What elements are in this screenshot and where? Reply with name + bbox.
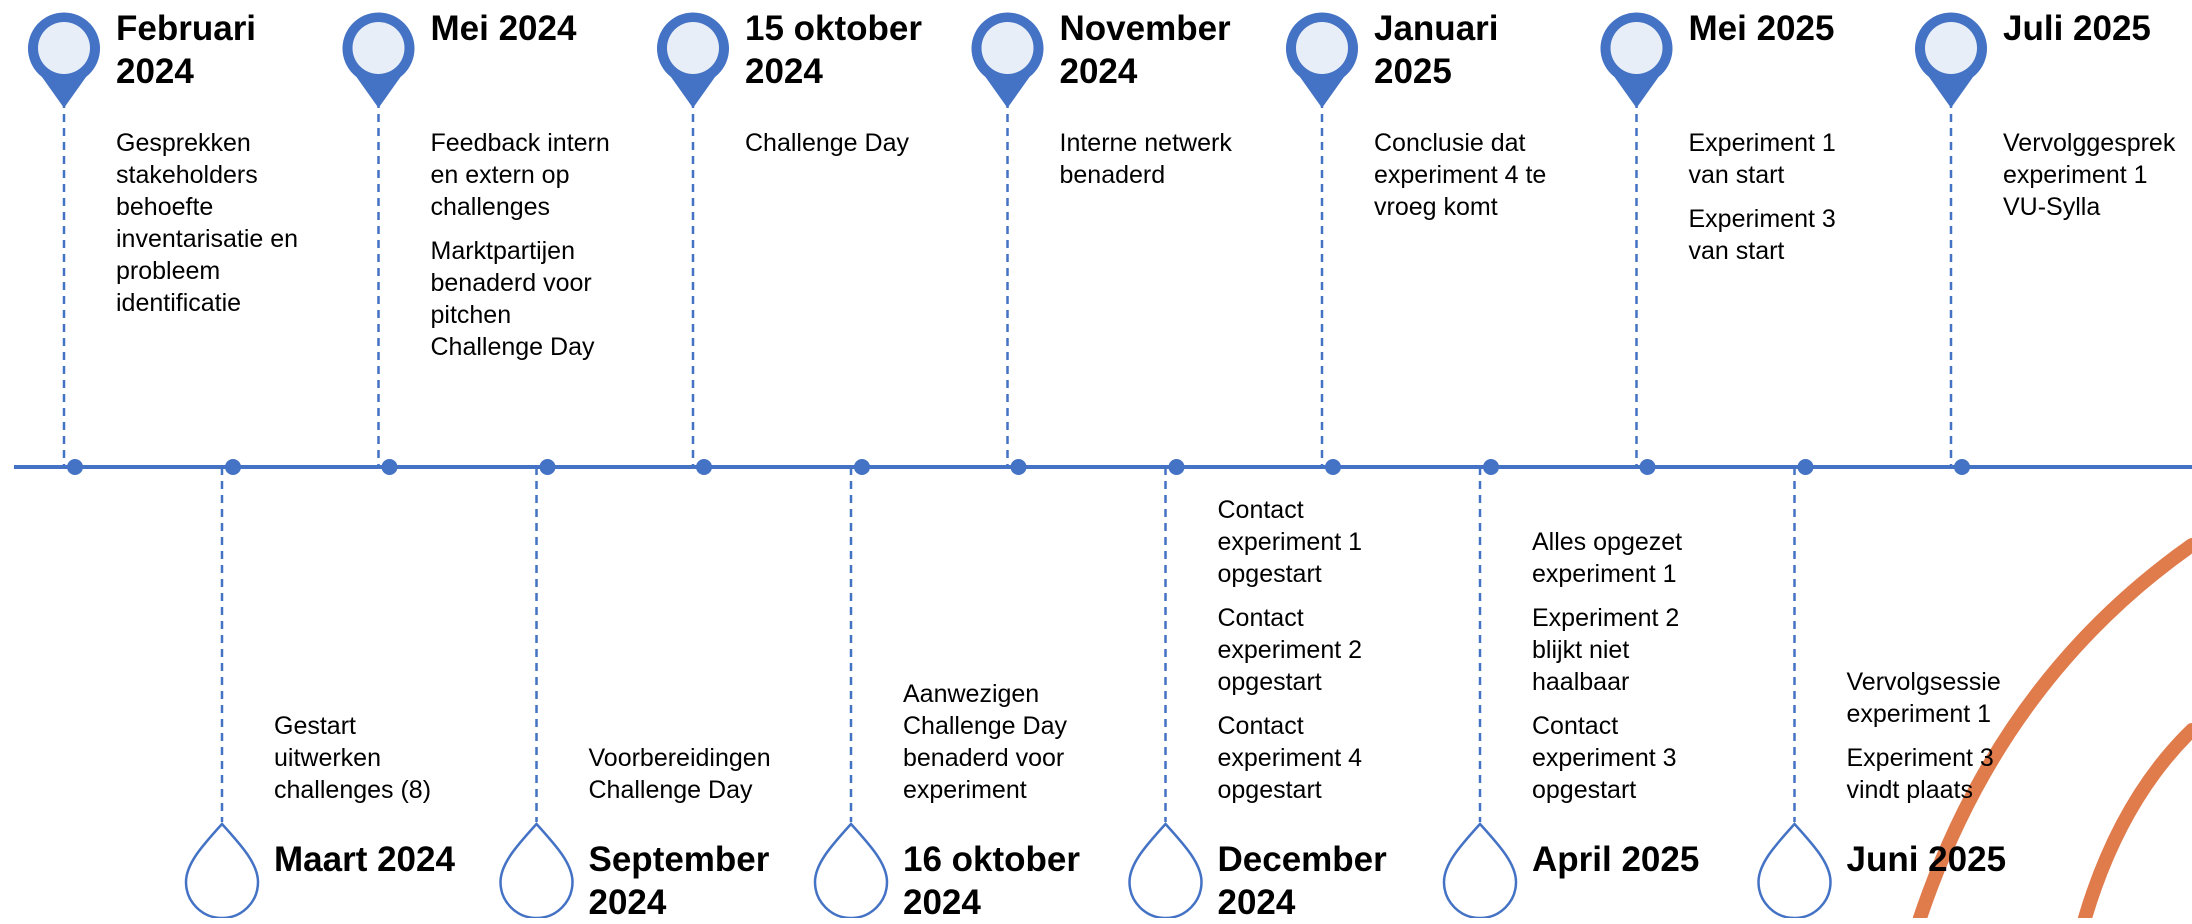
timeline-node [1639, 459, 1656, 475]
drop-marker-icon [1128, 822, 1203, 918]
pin-inner [352, 22, 405, 74]
event-item: Experiment 3 vindt plaats [1846, 744, 1994, 804]
swoosh-arc-outer [1913, 538, 2192, 918]
pin-inner [981, 22, 1034, 74]
top-event-description: Gesprekken stakeholders behoefte inventa… [116, 127, 298, 319]
event-item: Contact experiment 2 opgestart [1217, 604, 1363, 696]
swoosh-arc-inner [2078, 723, 2192, 918]
event-item: Gestart uitwerken challenges (8) [274, 712, 432, 804]
event-item: Experiment 2 blijkt niet haalbaar [1532, 604, 1680, 696]
top-event-title: Januari 2025 [1374, 9, 1499, 91]
timeline-nodes [67, 459, 1970, 475]
event-item: Vervolggesprek experiment 1 VU-Sylla [2003, 129, 2176, 221]
drop-marker-icon [813, 822, 889, 918]
pin-inner [667, 22, 719, 74]
event-item: Experiment 3 van start [1688, 205, 1836, 265]
pin-inner [1610, 22, 1663, 74]
top-event-title: Februari 2024 [116, 9, 257, 91]
markers [27, 12, 1987, 918]
event-item: Contact experiment 1 opgestart [1217, 496, 1363, 588]
event-item: Challenge Day [745, 129, 909, 157]
event-item: Aanwezigen Challenge Day benaderd voor e… [903, 680, 1067, 804]
bottom-event-title: December 2024 [1217, 840, 1387, 922]
event-item: Conclusie dat experiment 4 te vroeg komt [1374, 129, 1547, 221]
bottom-event-description: Alles opgezet experiment 1 Experiment 2 b… [1532, 526, 1682, 806]
pin-inner [1925, 22, 1977, 74]
drop-marker-icon [1442, 822, 1518, 918]
drop-marker-icon [1757, 822, 1832, 918]
pin-inner [38, 22, 90, 74]
event-item: Contact experiment 4 opgestart [1217, 712, 1363, 804]
top-event-title: November 2024 [1059, 9, 1231, 91]
timeline-node [539, 459, 556, 475]
bottom-event-description: Vervolgsessie experiment 1 Experiment 3 v… [1847, 666, 2001, 806]
event-item: Experiment 1 van start [1688, 129, 1836, 189]
top-event-title: Mei 2024 [430, 9, 577, 48]
timeline-node [381, 459, 398, 475]
top-event-description: Vervolggesprek experiment 1 VU-Sylla [2003, 127, 2175, 223]
top-event-title: Juli 2025 [2003, 9, 2151, 48]
bottom-event-title: 16 oktober 2024 [903, 840, 1080, 922]
timeline-node [225, 459, 241, 475]
event-item: Marktpartijen benaderd voor pitchen Chal… [430, 237, 595, 361]
bottom-event-description: Voorbereidingen Challenge Day [589, 742, 771, 806]
drop-marker-icon [499, 822, 574, 918]
top-event-title: 15 oktober 2024 [745, 9, 922, 91]
drop-marker-icon [184, 822, 260, 918]
top-event-description: Conclusie dat experiment 4 te vroeg komt [1374, 127, 1546, 223]
timeline-node [1010, 459, 1027, 475]
top-event-title: Mei 2025 [1688, 9, 1835, 48]
timeline-node [67, 459, 83, 475]
event-item: Alles opgezet experiment 1 [1532, 528, 1683, 588]
event-item: Vervolgsessie experiment 1 [1846, 668, 2001, 728]
bottom-event-title: Juni 2025 [1846, 840, 2007, 879]
top-event-description: Interne netwerk benaderd [1060, 127, 1232, 191]
timeline-node [1168, 459, 1185, 475]
connectors [62, 100, 1953, 822]
decorative-swoosh [1913, 538, 2192, 918]
timeline-node [1954, 459, 1970, 475]
bottom-event-title: April 2025 [1532, 840, 1700, 879]
event-item: Feedback intern en extern op challenges [430, 129, 610, 221]
timeline-node [696, 459, 712, 475]
event-item: Gesprekken stakeholders behoefte inventa… [116, 129, 299, 317]
timeline-node [854, 459, 870, 475]
timeline-node [1483, 459, 1499, 475]
top-event-description: Challenge Day [745, 127, 909, 159]
timeline-node [1325, 459, 1341, 475]
event-item: Voorbereidingen Challenge Day [588, 744, 771, 804]
pin-inner [1296, 22, 1348, 74]
bottom-event-description: Gestart uitwerken challenges (8) [274, 710, 431, 806]
bottom-event-title: Maart 2024 [274, 840, 455, 879]
bottom-event-description: Aanwezigen Challenge Day benaderd voor e… [903, 678, 1067, 806]
event-item: Interne netwerk benaderd [1059, 129, 1232, 189]
bottom-event-title: September 2024 [588, 840, 770, 922]
event-item: Contact experiment 3 opgestart [1532, 712, 1677, 804]
timeline-node [1797, 459, 1814, 475]
